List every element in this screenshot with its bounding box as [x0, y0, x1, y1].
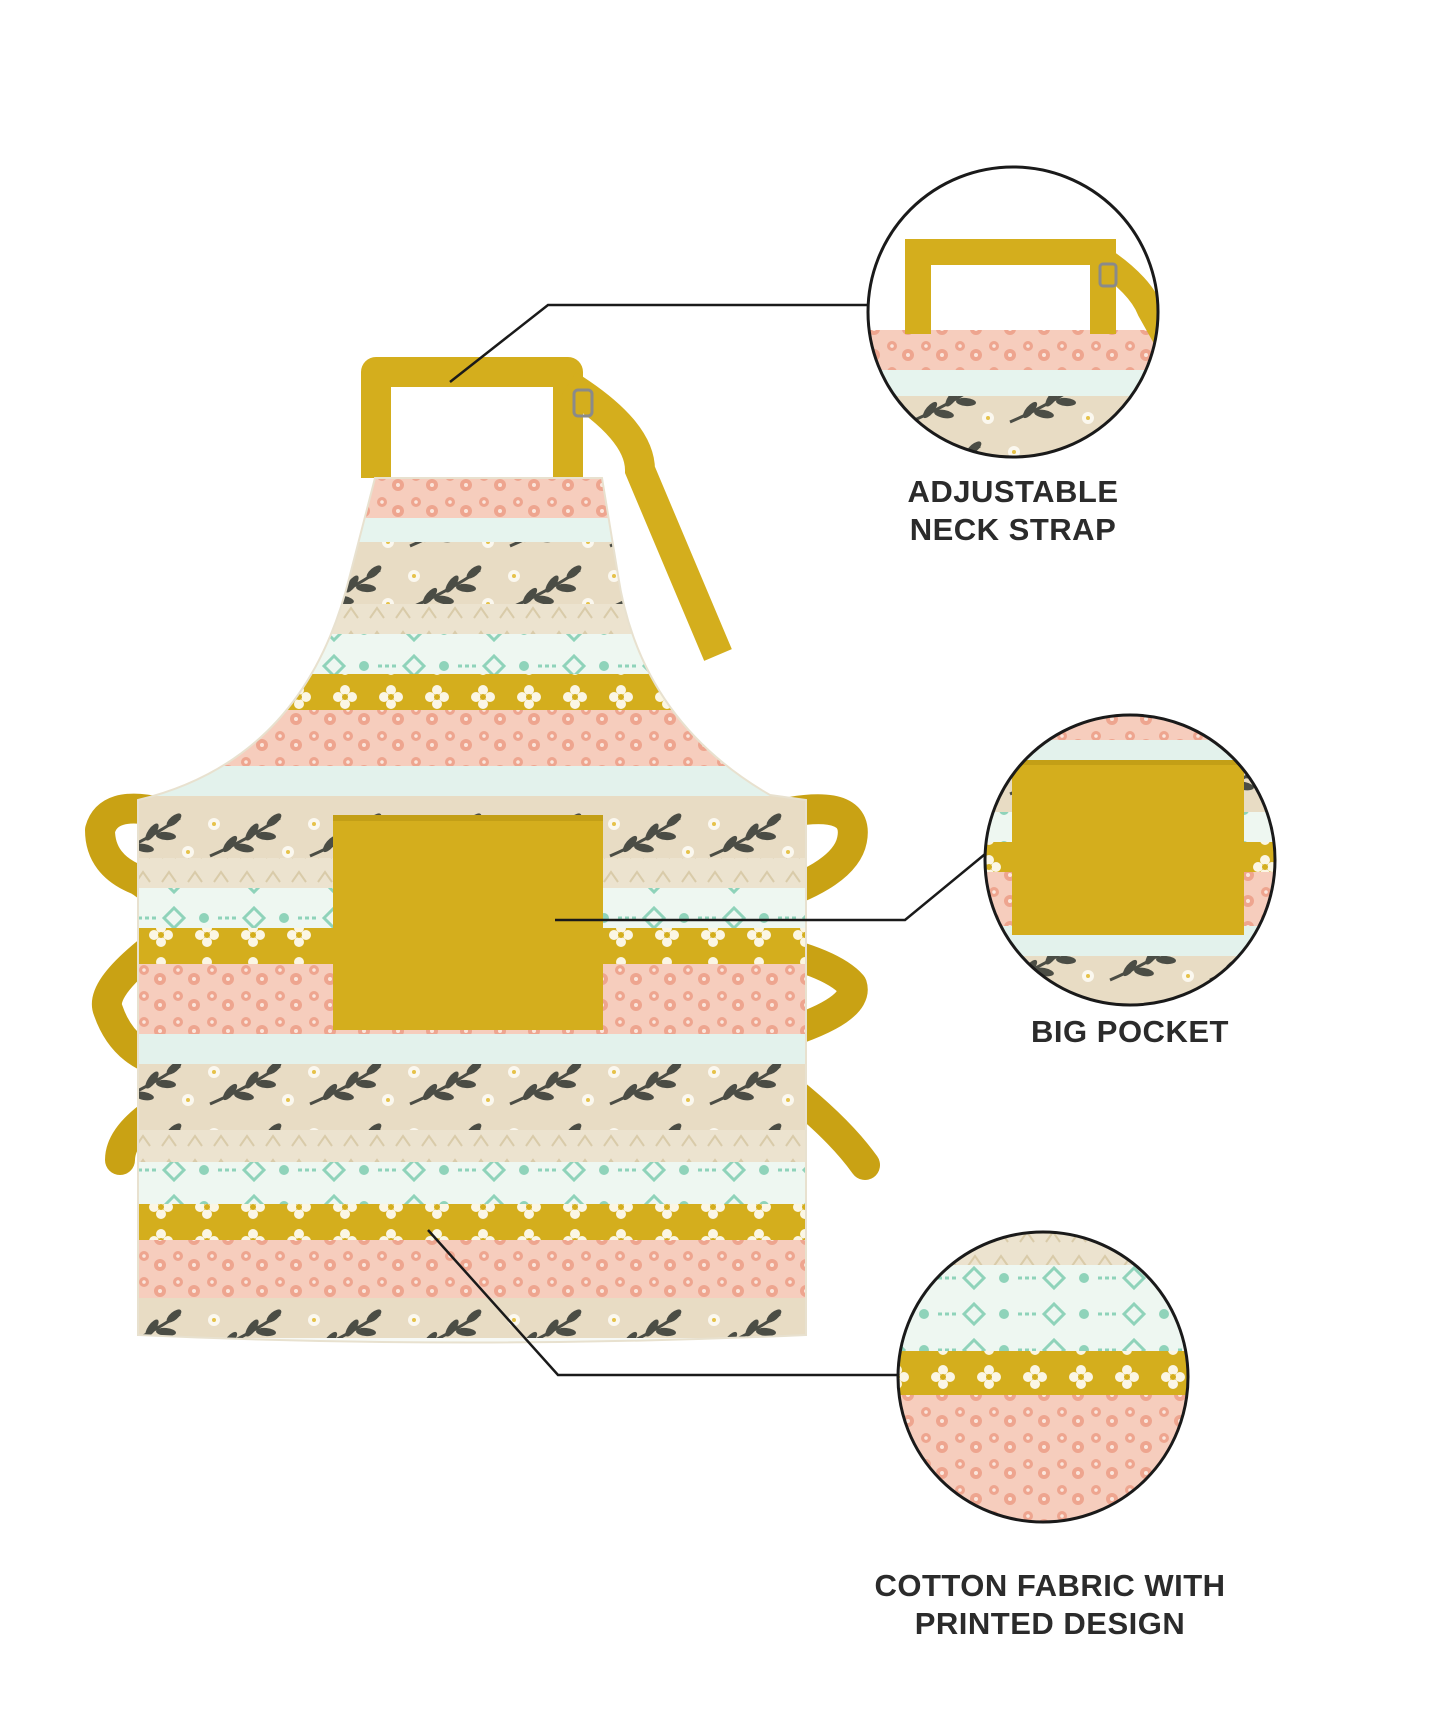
callout-label-line: ADJUSTABLE — [907, 474, 1119, 509]
callout-label-pocket: BIG POCKET — [980, 1013, 1280, 1051]
zoom-circle-fabric — [896, 1230, 1190, 1524]
zoom-circle-pocket — [983, 713, 1277, 1007]
callout-label-line: PRINTED DESIGN — [914, 1606, 1186, 1641]
callout-label-neck-strap: ADJUSTABLE NECK STRAP — [863, 473, 1163, 549]
callout-label-line: COTTON FABRIC WITH — [874, 1568, 1226, 1603]
zoom-circle-neck-strap — [866, 165, 1160, 459]
callout-label-fabric: COTTON FABRIC WITH PRINTED DESIGN — [820, 1567, 1280, 1643]
callout-label-line: NECK STRAP — [909, 512, 1117, 547]
callout-label-line: BIG POCKET — [1031, 1014, 1229, 1049]
callout-lines — [427, 303, 991, 1377]
callout-line-pocket — [555, 849, 991, 922]
callout-line-neck-strap — [449, 303, 868, 383]
pocket-shape — [333, 815, 603, 1030]
callout-line-fabric — [427, 1229, 898, 1377]
